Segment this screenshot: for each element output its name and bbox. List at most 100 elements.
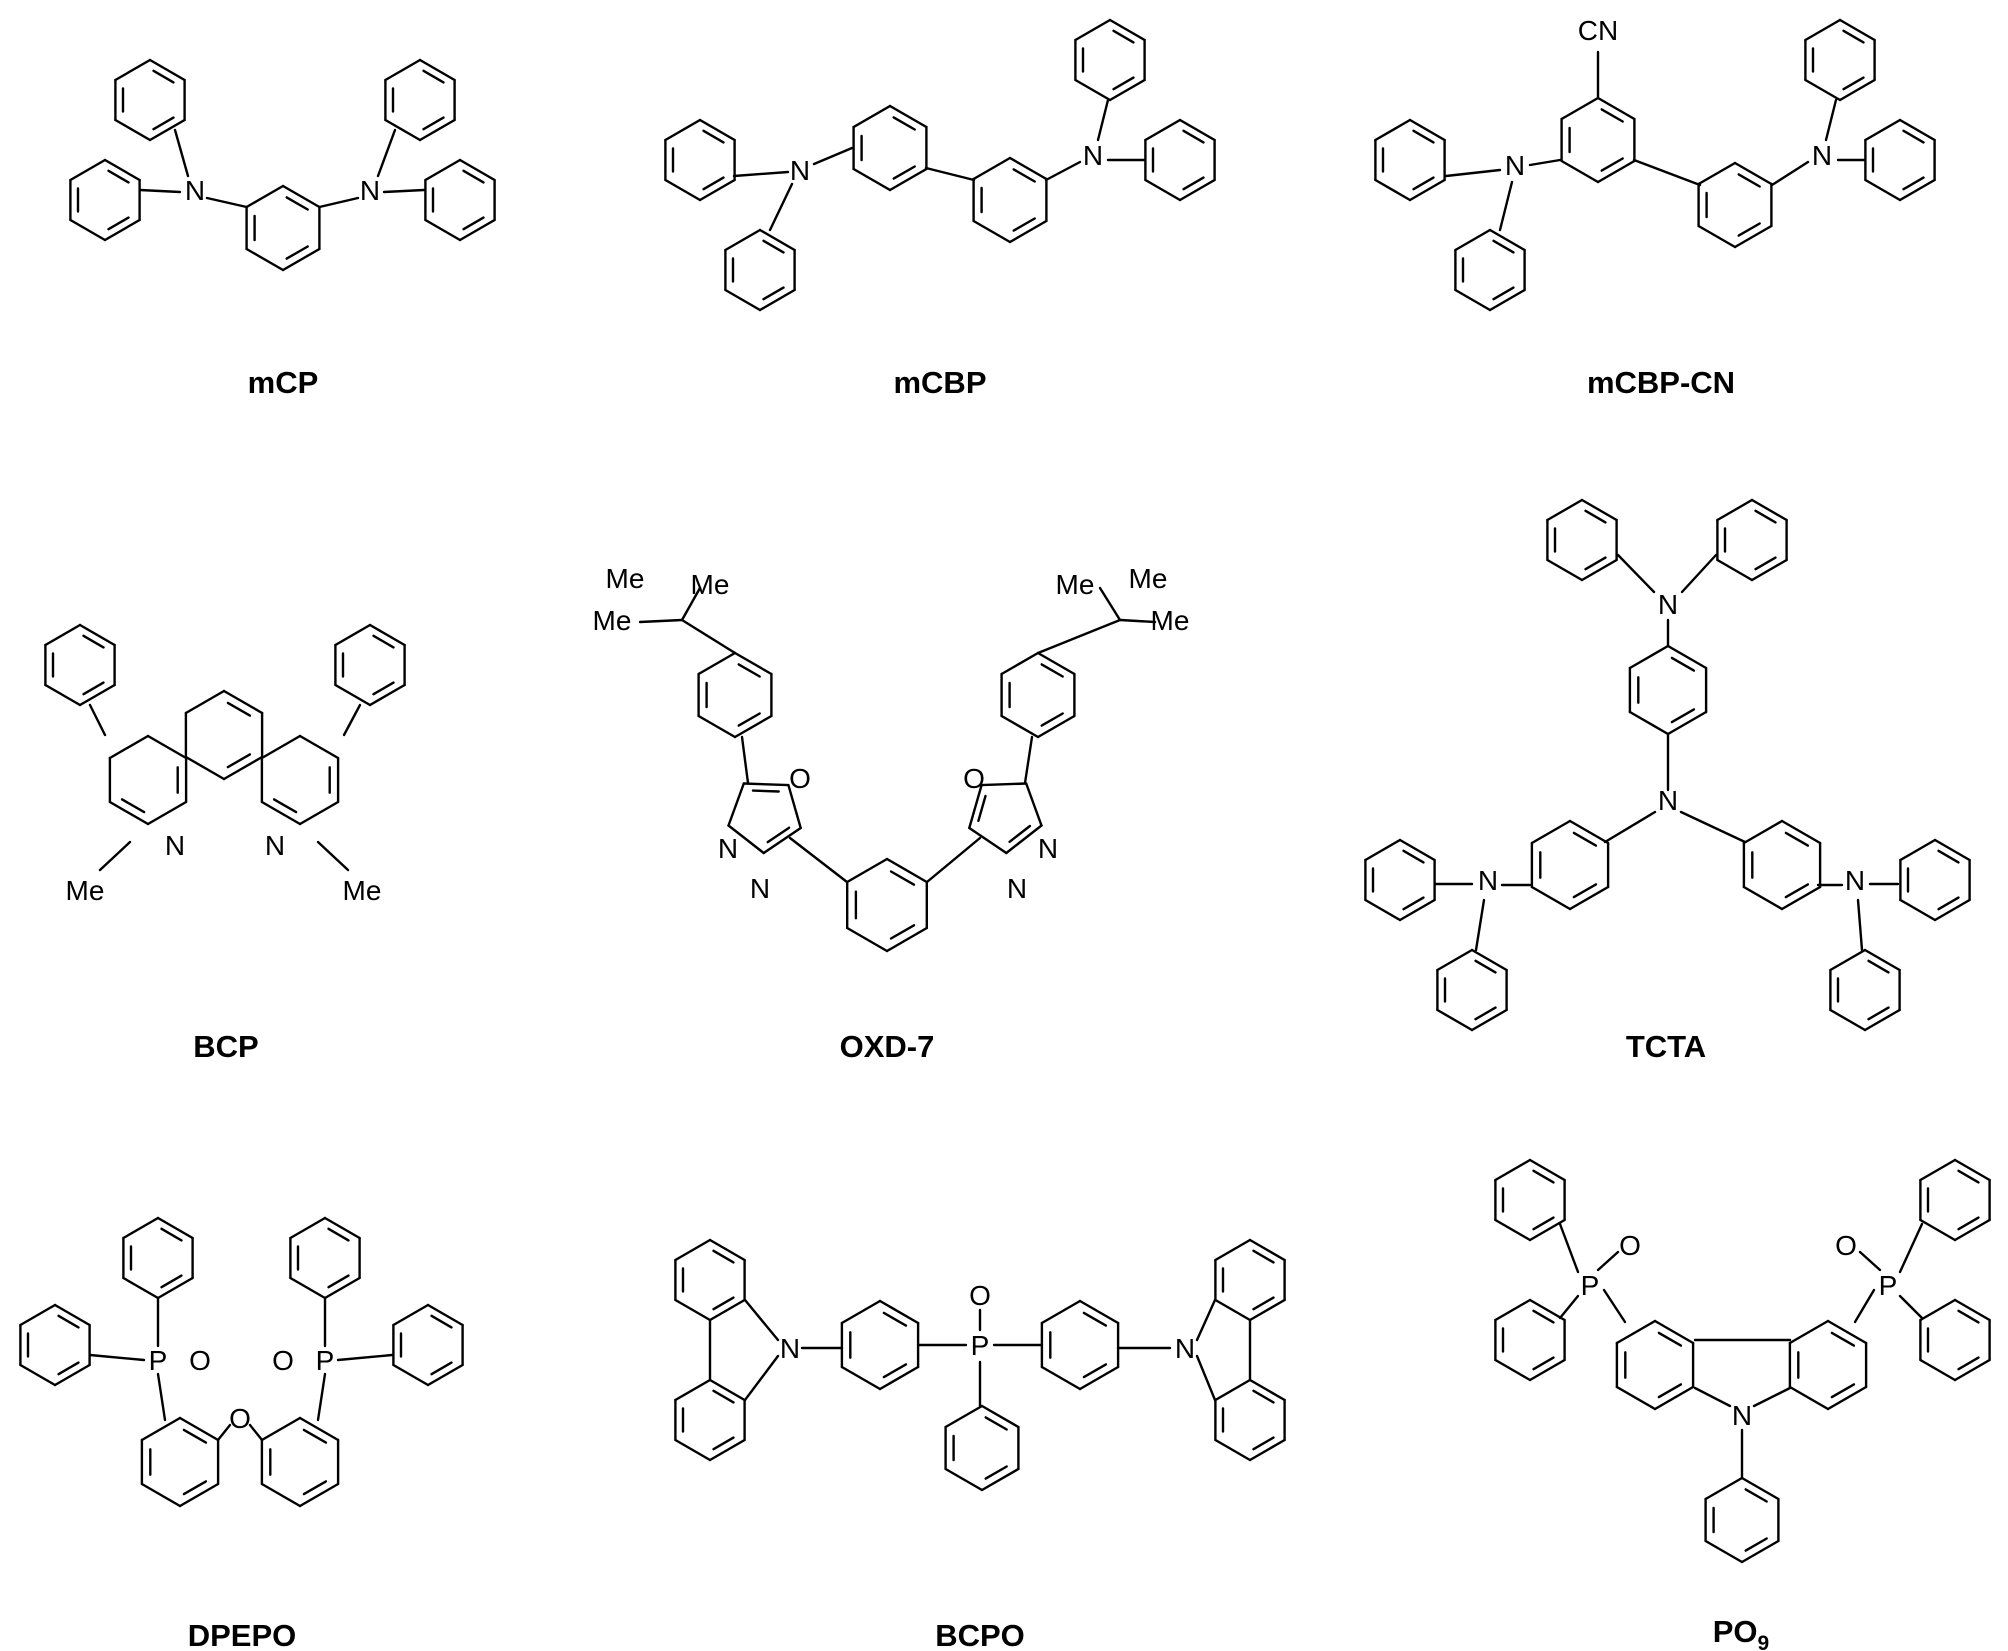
molecule-TCTA [1716,498,1754,522]
molecule-BCP [334,683,372,707]
molecule-mCP [138,188,182,194]
molecule-BCPO [1248,1438,1286,1462]
molecule-DPEPO [426,1363,464,1387]
caption-PO9: PO9 [1713,1614,1769,1651]
atom-Me: Me [343,875,382,906]
molecule-mCBP-CN [1488,228,1526,252]
double-bond-line [1532,1216,1555,1231]
double-bond-line [160,1227,183,1242]
double-bond-line [1492,239,1515,254]
molecule-mCBP [724,288,762,312]
molecule-OXD-7 [968,826,1008,855]
molecule-PO9 [1953,1158,1991,1182]
molecule-PO9 [1494,1158,1532,1182]
molecule-BCP [184,755,226,781]
molecule-DPEPO [336,1353,394,1362]
double-bond-line [1744,1537,1768,1552]
molecule-PO9 [1704,1476,1744,1501]
molecule-BCPO [1195,1298,1217,1342]
atom-P: P [971,1330,990,1361]
molecule-mCP [69,158,107,182]
double-bond-line [372,681,395,696]
double-bond-line [1957,1216,1980,1231]
molecule-DPEPO [140,1482,182,1508]
molecule-OXD-7 [1023,735,1034,785]
double-bond-line [1784,831,1810,847]
molecule-mCBP-CN [1804,18,1842,42]
double-bond-line [1737,173,1761,188]
caption-mCBP: mCBP [893,365,986,400]
double-bond-line [892,165,916,180]
double-bond-line [1402,849,1425,864]
molecule-TCTA [1680,553,1718,594]
molecule-mCBP [758,288,796,312]
molecule-DPEPO [298,1416,340,1442]
molecule-mCBP [1178,178,1216,202]
molecule-PO9 [1919,1158,1957,1182]
double-bond-line [82,681,105,696]
molecule-mCBP [664,118,702,142]
molecule-OXD-7 [727,782,745,827]
double-bond-line [712,1296,735,1311]
molecule-mCP [382,188,426,194]
molecule-mCBP-CN [1898,118,1936,142]
double-bond-line [422,69,445,84]
molecule-mCBP [698,118,736,142]
molecule-mCP [318,196,360,209]
double-bond-line [1902,176,1925,191]
molecule-TCTA [1856,898,1864,952]
double-bond-line [1474,959,1497,974]
molecule-BCPO [743,1298,780,1342]
molecule-OXD-7 [733,714,773,739]
double-bond-line [1082,1311,1108,1327]
molecule-TCTA [1666,644,1708,670]
molecule-PO9 [1596,1250,1620,1272]
double-bond-line [422,116,445,131]
molecule-TCTA [1603,810,1657,844]
atom-N: N [780,1333,800,1364]
atom-O: O [272,1345,294,1376]
molecule-PO9 [1740,1539,1780,1564]
double-bond-line [462,169,485,184]
molecule-TCTA [1580,498,1618,522]
atom-O: O [189,1345,211,1376]
molecule-PO9 [1858,1250,1882,1272]
molecule-mCBP [664,178,702,202]
molecule-BCPO [1214,1378,1252,1402]
double-bond-line [1182,176,1205,191]
molecule-DPEPO [19,1363,57,1387]
molecule-PO9 [1494,1358,1532,1382]
molecule-PO9 [1602,1288,1627,1324]
molecule-BCP [146,800,188,826]
molecule-TCTA [1580,558,1618,582]
molecule-OXD-7 [980,782,1028,787]
molecule-mCBP-CN [1733,224,1773,249]
double-bond-line [302,1480,328,1496]
caption-BCP: BCP [193,1029,258,1064]
double-bond-line [57,1314,80,1329]
molecule-PO9 [1826,1319,1868,1345]
double-bond-line [120,798,146,814]
molecule-DPEPO [156,1216,194,1240]
molecule-PO9 [1898,1222,1924,1274]
double-bond-line [984,1416,1008,1431]
molecule-BCPO [708,1238,746,1262]
molecule-TCTA [1470,1008,1508,1032]
molecule-OXD-7 [697,714,737,739]
molecule-mCBP-CN [1560,96,1600,121]
molecule-mCP [418,118,456,142]
molecule-PO9 [1919,1218,1957,1242]
atom-N: N [1845,865,1865,896]
molecule-mCBP-CN [1838,78,1876,102]
double-bond-line [712,1249,735,1264]
molecule-mCBP-CN [1770,160,1810,187]
molecule-BCP [334,623,372,647]
atom-N: N [1083,140,1103,171]
molecule-TCTA [1398,838,1436,862]
double-bond-line [1252,1296,1275,1311]
molecule-OXD-7 [1000,714,1040,739]
molecule-PO9 [1788,1319,1830,1345]
molecule-mCBP-CN [1498,180,1514,232]
molecule-PO9 [1953,1218,1991,1242]
molecule-DPEPO [53,1363,91,1387]
